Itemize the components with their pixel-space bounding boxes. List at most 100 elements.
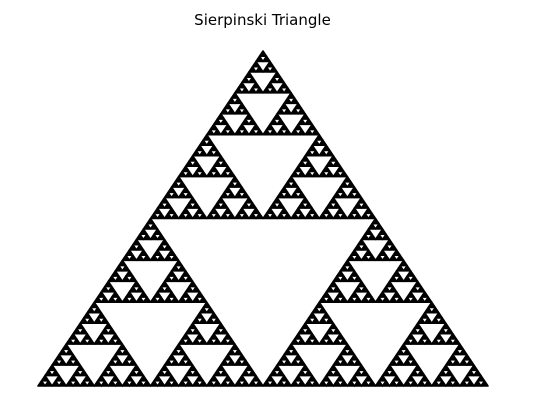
sierpinski-cell — [248, 65, 257, 73]
sierpinski-cell — [388, 296, 398, 304]
sierpinski-cell — [255, 128, 264, 136]
sierpinski-cell — [283, 181, 292, 188]
sierpinski-cell — [283, 359, 292, 366]
sierpinski-cell — [234, 107, 243, 115]
sierpinski-cell — [51, 369, 60, 377]
sierpinski-cell — [234, 379, 243, 387]
sierpinski-cell — [125, 353, 134, 361]
sierpinski-cell — [198, 379, 208, 387]
sierpinski-cell — [265, 374, 275, 382]
sierpinski-cell — [75, 322, 85, 330]
sierpinski-cell — [367, 233, 377, 241]
sierpinski-cell — [395, 264, 405, 272]
sierpinski-cell — [318, 296, 328, 304]
sierpinski-cell — [209, 207, 219, 215]
sierpinski-cell — [339, 359, 349, 366]
sierpinski-cell — [445, 369, 454, 377]
sierpinski-cell — [181, 186, 190, 194]
sierpinski-cell — [244, 196, 254, 204]
sierpinski-cell — [72, 338, 81, 345]
sierpinski-cell — [409, 369, 419, 377]
sierpinski-cell — [255, 86, 264, 94]
sierpinski-cell — [255, 55, 264, 63]
sierpinski-cell — [93, 317, 103, 324]
sierpinski-cell — [198, 306, 208, 314]
sierpinski-cell — [286, 92, 296, 99]
sierpinski-cell — [220, 201, 229, 209]
sierpinski-cell — [135, 296, 145, 304]
sierpinski-cell — [125, 270, 134, 277]
sierpinski-cell — [402, 264, 412, 272]
sierpinski-cell — [188, 322, 198, 330]
sierpinski-cell — [374, 296, 384, 304]
sierpinski-cell — [191, 296, 201, 304]
sierpinski-cell — [163, 369, 173, 377]
sierpinski-cell — [79, 327, 89, 335]
sierpinski-cell — [276, 76, 285, 84]
sierpinski-cell — [139, 290, 148, 298]
sierpinski-cell — [423, 338, 433, 345]
sierpinski-cell — [188, 196, 198, 204]
sierpinski-cell — [283, 348, 292, 356]
sierpinski-cell — [279, 102, 289, 110]
sierpinski-cell — [364, 228, 373, 236]
sierpinski-cell — [307, 311, 317, 319]
sierpinski-cell — [163, 275, 173, 283]
sierpinski-cell — [269, 65, 278, 73]
sierpinski-cell — [75, 364, 85, 372]
sierpinski-cell — [332, 201, 342, 209]
sierpinski-cell — [153, 207, 162, 215]
sierpinski-cell — [290, 181, 299, 188]
sierpinski-cell — [402, 379, 412, 387]
sierpinski-cell — [142, 233, 152, 241]
sierpinski-cell — [121, 296, 131, 304]
sierpinski-cell — [191, 338, 201, 345]
sierpinski-cell — [234, 128, 243, 136]
sierpinski-cell — [297, 160, 306, 167]
sierpinski-cell — [216, 196, 226, 204]
sierpinski-cell — [198, 338, 208, 345]
sierpinski-cell — [227, 107, 236, 115]
sierpinski-cell — [68, 332, 78, 340]
sierpinski-cell — [473, 379, 482, 387]
sierpinski-cell — [198, 149, 208, 157]
sierpinski-cell — [318, 149, 328, 157]
sierpinski-cell — [149, 254, 159, 262]
sierpinski-cell — [107, 359, 117, 366]
sierpinski-cell — [142, 222, 152, 230]
sierpinski-cell — [251, 123, 261, 131]
sierpinski-cell — [177, 264, 187, 272]
sierpinski-cell — [325, 201, 335, 209]
sierpinski-cell — [195, 165, 205, 173]
sierpinski-cell — [205, 212, 215, 220]
sierpinski-cell — [248, 369, 257, 377]
sierpinski-cell — [223, 102, 233, 110]
sierpinski-cell — [328, 322, 338, 330]
sierpinski-cell — [149, 222, 159, 230]
sierpinski-cell — [374, 233, 384, 241]
sierpinski-cell — [262, 86, 271, 94]
sierpinski-cell — [350, 290, 359, 298]
sierpinski-cell — [269, 76, 278, 84]
sierpinski-cell — [293, 123, 303, 131]
sierpinski-cell — [209, 374, 219, 382]
sierpinski-cell — [149, 233, 159, 241]
sierpinski-cell — [304, 379, 314, 387]
sierpinski-cell — [388, 285, 398, 293]
sierpinski-cell — [132, 280, 141, 288]
sierpinski-cell — [269, 369, 278, 377]
sierpinski-cell — [107, 338, 117, 345]
sierpinski-cell — [339, 264, 349, 272]
sierpinski-cell — [79, 369, 89, 377]
sierpinski-cell — [283, 191, 292, 199]
sierpinski-cell — [336, 332, 345, 340]
sierpinski-cell — [216, 364, 226, 372]
sierpinski-cell — [325, 149, 335, 157]
sierpinski-cell — [445, 379, 454, 387]
sierpinski-cell — [184, 285, 194, 293]
sierpinski-cell — [276, 369, 285, 377]
sierpinski-cell — [220, 338, 229, 345]
sierpinski-cell — [290, 359, 299, 366]
sierpinski-cell — [385, 364, 394, 372]
sierpinski-cell — [437, 327, 447, 335]
